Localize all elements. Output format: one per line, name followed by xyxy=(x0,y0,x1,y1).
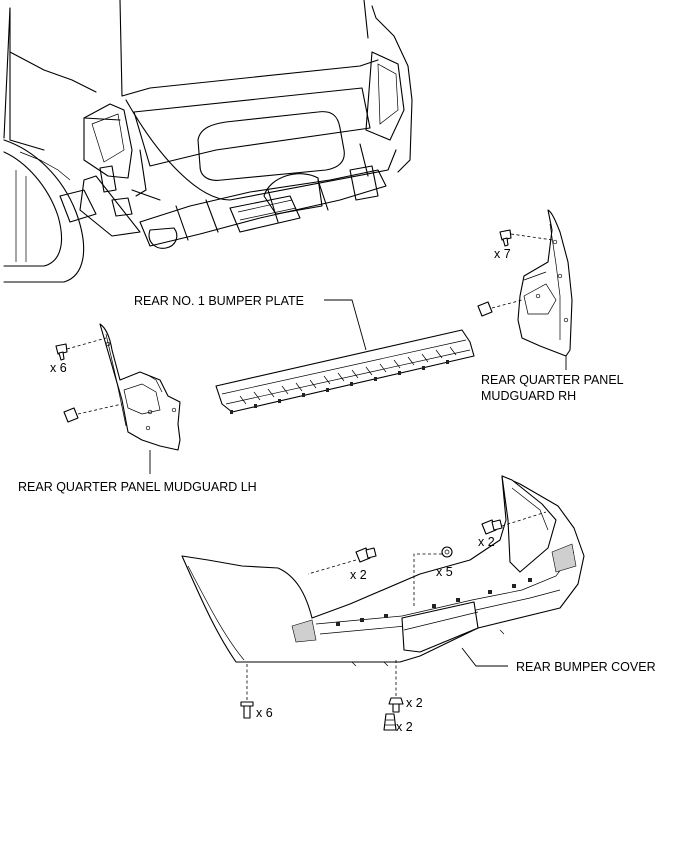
bumper-center-bolt xyxy=(388,697,404,713)
bumper-center-screw xyxy=(441,546,453,558)
mudguard-rh-part xyxy=(477,209,573,357)
plate-leader-line xyxy=(324,299,367,351)
rh-clip-fastener xyxy=(499,229,512,247)
mudguard-lh-part xyxy=(55,323,181,474)
vehicle-rear-illustration xyxy=(3,0,413,283)
bumper-center-clip xyxy=(383,713,397,731)
label-mudguard-rh-line1: REAR QUARTER PANEL xyxy=(481,373,624,387)
qty-rh-clips: x 7 xyxy=(494,247,511,261)
qty-lh-clips: x 6 xyxy=(50,361,67,375)
label-mudguard-lh: REAR QUARTER PANEL MUDGUARD LH xyxy=(18,480,257,494)
qty-cover-center: x 5 xyxy=(436,565,453,579)
qty-cover-side-rh: x 2 xyxy=(478,535,495,549)
rear-bumper-cover-part xyxy=(181,475,585,667)
qty-cover-center-clips: x 2 xyxy=(396,720,413,734)
rh-lower-clip xyxy=(477,301,493,317)
qty-cover-bottom-screws: x 6 xyxy=(256,706,273,720)
qty-cover-center-bolts: x 2 xyxy=(406,696,423,710)
bumper-bottom-screw xyxy=(240,701,254,719)
label-rear-no1-bumper-plate: REAR NO. 1 BUMPER PLATE xyxy=(134,294,304,308)
qty-cover-side-lh: x 2 xyxy=(350,568,367,582)
bumper-side-lh-fastener xyxy=(355,547,377,563)
label-rear-bumper-cover: REAR BUMPER COVER xyxy=(516,660,656,674)
bumper-side-rh-fastener xyxy=(481,519,503,535)
label-mudguard-rh-line2: MUDGUARD RH xyxy=(481,389,576,403)
lh-lower-clip xyxy=(63,407,79,423)
rear-bumper-plate-part xyxy=(215,329,475,414)
lh-clip-fastener xyxy=(55,343,68,361)
